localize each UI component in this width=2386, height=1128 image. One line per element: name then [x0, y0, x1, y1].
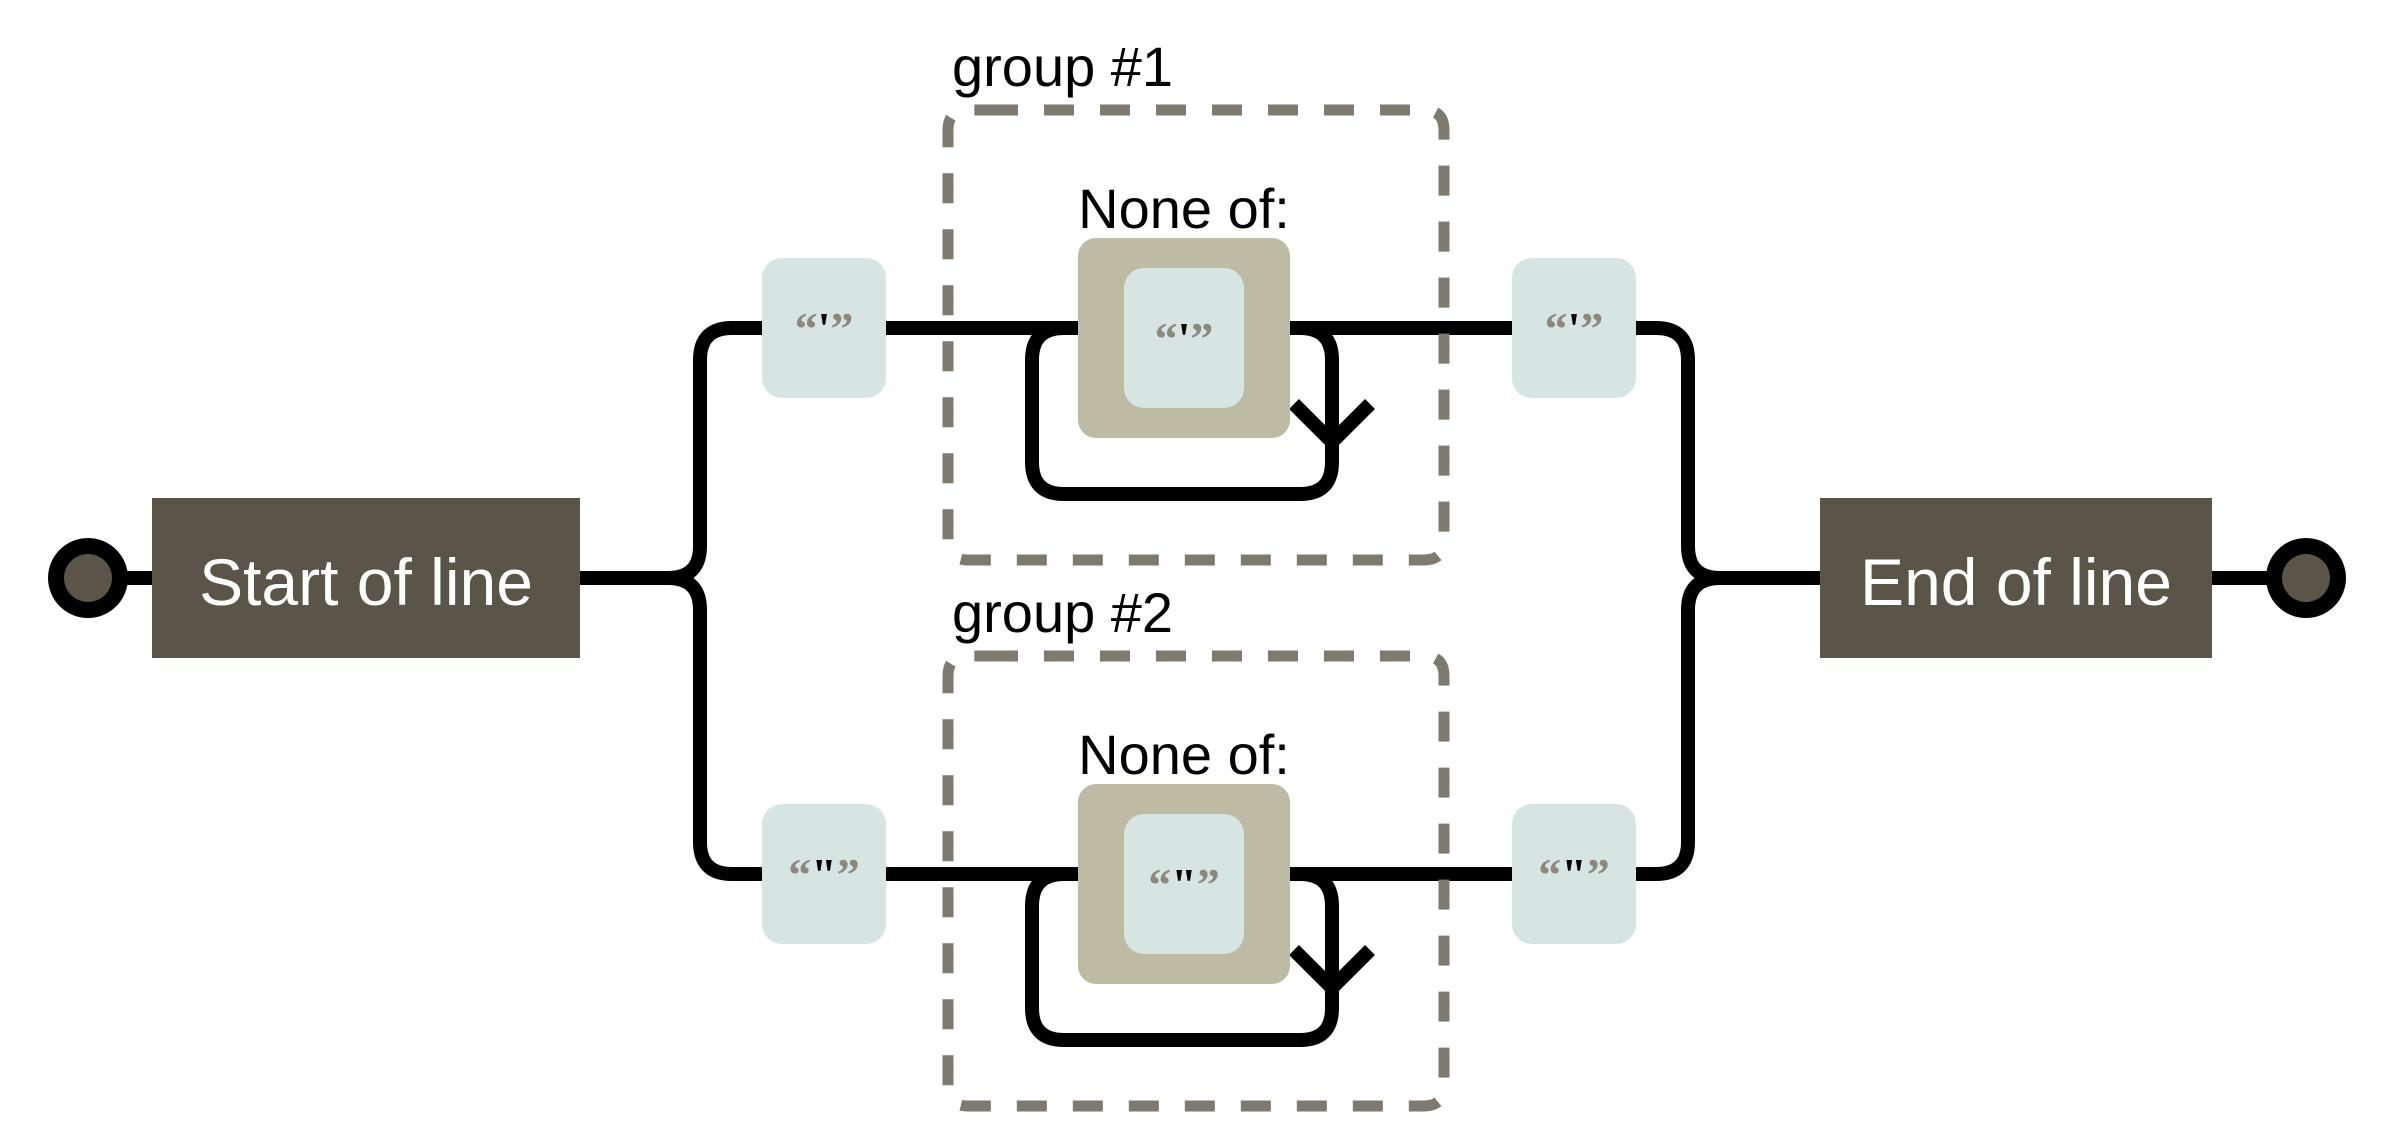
branch-1-open-literal-text: “'”	[795, 303, 854, 354]
branch-1-close-literal-box[interactable]	[1512, 258, 1636, 398]
end-of-line-box[interactable]	[1820, 498, 2212, 658]
end-anchor-dot-core	[2282, 554, 2330, 602]
literal-char-glyph: '	[1568, 303, 1581, 354]
end-of-line-label: End of line	[1860, 545, 2172, 619]
branch-1-open-literal-box[interactable]	[762, 258, 886, 398]
open-quote-glyph: “	[1148, 859, 1171, 910]
rail-split-down-branch-2	[640, 571, 762, 881]
end-of-line-node[interactable]: End of line	[1820, 498, 2346, 658]
branch-2-open-literal-box[interactable]	[762, 804, 886, 944]
close-quote-glyph: ”	[830, 303, 853, 354]
group-2: group #2	[942, 581, 1450, 1112]
rail-split-up-branch-1	[640, 321, 762, 585]
close-quote-glyph: ”	[837, 849, 860, 900]
rail-row2-to-merge	[1636, 571, 1748, 881]
group-2-border	[942, 650, 1450, 1112]
open-quote-glyph: “	[795, 303, 818, 354]
open-quote-glyph: “	[1155, 313, 1178, 364]
branch-1-charclass-literal-text: “'”	[1155, 313, 1214, 364]
group-1: group #1	[942, 35, 1450, 566]
branch-2-close-literal-box[interactable]	[1512, 804, 1636, 944]
start-of-line-label: Start of line	[199, 545, 533, 619]
literal-char-glyph: '	[818, 303, 831, 354]
group-1-label: group #1	[952, 35, 1173, 98]
close-quote-glyph: ”	[1580, 303, 1603, 354]
group-1-border	[942, 104, 1450, 566]
branch-1-charclass[interactable]: None of: “'”	[1078, 177, 1290, 438]
literal-char-glyph: '	[1178, 313, 1191, 364]
literal-char-glyph: "	[1171, 859, 1197, 910]
branch-1-close-literal[interactable]: “'”	[1512, 258, 1636, 398]
start-anchor-dot-core	[64, 554, 112, 602]
open-quote-glyph: “	[1545, 303, 1568, 354]
branch-1-charclass-literal-box[interactable]	[1124, 268, 1244, 408]
rail-row1-loop-arrowhead	[1289, 399, 1375, 452]
group-2-label: group #2	[952, 581, 1173, 644]
branch-2-charclass[interactable]: None of: “"”	[1078, 723, 1290, 984]
branch-2-charclass-literal-box[interactable]	[1124, 814, 1244, 954]
branch-1-close-literal-text: “'”	[1545, 303, 1604, 354]
close-quote-glyph: ”	[1197, 859, 1220, 910]
open-quote-glyph: “	[788, 849, 811, 900]
rail-row2-loop	[1025, 867, 1339, 1047]
branch-2-close-literal-text: “"”	[1538, 849, 1610, 900]
branch-2-close-literal[interactable]: “"”	[1512, 804, 1636, 944]
branch-2-open-literal-text: “"”	[788, 849, 860, 900]
branch-2-none-of-label: None of:	[1078, 723, 1290, 786]
literal-char-glyph: "	[1561, 849, 1587, 900]
start-of-line-node[interactable]: Start of line	[48, 498, 580, 658]
branch-2-open-literal[interactable]: “"”	[762, 804, 886, 944]
start-of-line-box[interactable]	[152, 498, 580, 658]
open-quote-glyph: “	[1538, 849, 1561, 900]
close-quote-glyph: ”	[1587, 849, 1610, 900]
close-quote-glyph: ”	[1190, 313, 1213, 364]
branch-2-charclass-literal-text: “"”	[1148, 859, 1220, 910]
rail-row1-loop	[1025, 321, 1339, 501]
branch-1-none-of-label: None of:	[1078, 177, 1290, 240]
branch-1-open-literal[interactable]: “'”	[762, 258, 886, 398]
literal-char-glyph: "	[811, 849, 837, 900]
rail-row2-loop-arrowhead	[1289, 945, 1375, 998]
rail-row1-to-merge	[1636, 321, 1748, 585]
